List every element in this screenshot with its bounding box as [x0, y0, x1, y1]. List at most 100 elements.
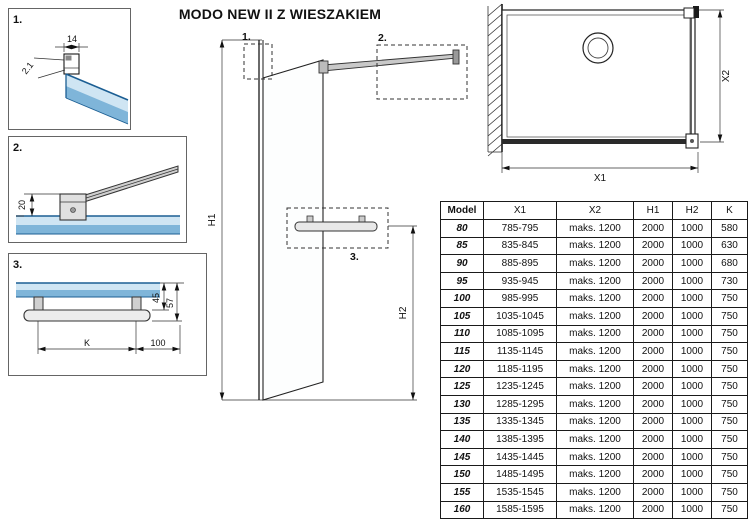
- value-cell: 2000: [633, 254, 673, 273]
- value-cell: 1000: [672, 306, 712, 326]
- header-x1: X1: [483, 201, 557, 220]
- value-cell: maks. 1200: [556, 430, 634, 449]
- dim-h1-text: H1: [207, 213, 218, 226]
- wall-hatching: [487, 3, 503, 157]
- value-cell: maks. 1200: [556, 447, 634, 467]
- header-h2: H2: [672, 201, 712, 220]
- value-cell: maks. 1200: [556, 236, 634, 256]
- detail-1-drawing: 1. 14 2.1: [8, 8, 131, 130]
- value-cell: 1000: [672, 359, 712, 379]
- value-cell: 2000: [633, 219, 673, 238]
- model-cell: 85: [440, 236, 484, 256]
- value-cell: 2000: [633, 447, 673, 467]
- model-cell: 135: [440, 412, 484, 432]
- model-cell: 160: [440, 500, 484, 520]
- detail-3-drawing: 3. 45 57: [8, 253, 207, 376]
- detail-3-label: 3.: [13, 259, 22, 271]
- model-cell: 125: [440, 377, 484, 396]
- value-cell: 1000: [672, 412, 712, 432]
- glass-edge-section: [16, 215, 180, 235]
- value-cell: 1000: [672, 377, 712, 396]
- value-cell: 1435-1445: [483, 447, 557, 467]
- model-cell: 130: [440, 394, 484, 414]
- value-cell: 2000: [633, 359, 673, 379]
- wall-profile-section: [63, 53, 80, 75]
- value-cell: 750: [711, 394, 748, 414]
- value-cell: 750: [711, 430, 748, 449]
- value-cell: 750: [711, 324, 748, 344]
- value-cell: 1000: [672, 465, 712, 484]
- value-cell: 1000: [672, 482, 712, 502]
- value-cell: maks. 1200: [556, 377, 634, 396]
- value-cell: 750: [711, 359, 748, 379]
- dimension-k: K: [37, 321, 137, 354]
- value-cell: 750: [711, 482, 748, 502]
- value-cell: 785-795: [483, 219, 557, 238]
- value-cell: 985-995: [483, 289, 557, 308]
- value-cell: maks. 1200: [556, 219, 634, 238]
- dimension-57: 57: [152, 283, 182, 322]
- page-title: MODO NEW II Z WIESZAKIEM: [178, 6, 382, 22]
- value-cell: 1185-1195: [483, 359, 557, 379]
- value-cell: 2000: [633, 306, 673, 326]
- support-arm: [318, 49, 460, 74]
- model-cell: 95: [440, 271, 484, 291]
- callout-2-label: 2.: [378, 32, 387, 44]
- table-header-row: Model X1 X2 H1 H2 K: [440, 201, 748, 220]
- model-cell: 140: [440, 430, 484, 449]
- header-model: Model: [440, 201, 484, 220]
- value-cell: maks. 1200: [556, 254, 634, 273]
- value-cell: 750: [711, 289, 748, 308]
- value-cell: 1000: [672, 447, 712, 467]
- dimension-14: 14: [55, 34, 88, 52]
- callout-box-3: [286, 207, 389, 249]
- value-cell: maks. 1200: [556, 412, 634, 432]
- value-cell: 750: [711, 306, 748, 326]
- value-cell: 1000: [672, 289, 712, 308]
- dimension-45: 45: [151, 282, 184, 311]
- value-cell: 750: [711, 412, 748, 432]
- value-cell: 750: [711, 500, 748, 520]
- dim-100-text: 100: [150, 338, 165, 348]
- model-cell: 120: [440, 359, 484, 379]
- value-cell: 1335-1345: [483, 412, 557, 432]
- detail-2-frame: [8, 136, 187, 243]
- dim-k-text: K: [84, 338, 90, 348]
- value-cell: 2000: [633, 500, 673, 520]
- value-cell: 750: [711, 377, 748, 396]
- model-cell: 80: [440, 219, 484, 238]
- value-cell: 1085-1095: [483, 324, 557, 344]
- dim-x1-text: X1: [594, 173, 607, 184]
- value-cell: 750: [711, 447, 748, 467]
- glass-panel: [262, 59, 324, 401]
- value-cell: 750: [711, 465, 748, 484]
- value-cell: maks. 1200: [556, 500, 634, 520]
- glass-strip-section: [16, 282, 160, 298]
- dim-2-1-text: 2.1: [20, 60, 36, 76]
- value-cell: 1000: [672, 324, 712, 344]
- model-cell: 90: [440, 254, 484, 273]
- value-cell: 730: [711, 271, 748, 291]
- drain-circle: [582, 32, 614, 64]
- value-cell: maks. 1200: [556, 342, 634, 361]
- value-cell: 1135-1145: [483, 342, 557, 361]
- value-cell: 1235-1245: [483, 377, 557, 396]
- model-cell: 105: [440, 306, 484, 326]
- header-h1: H1: [633, 201, 673, 220]
- value-cell: 2000: [633, 289, 673, 308]
- value-cell: 1000: [672, 254, 712, 273]
